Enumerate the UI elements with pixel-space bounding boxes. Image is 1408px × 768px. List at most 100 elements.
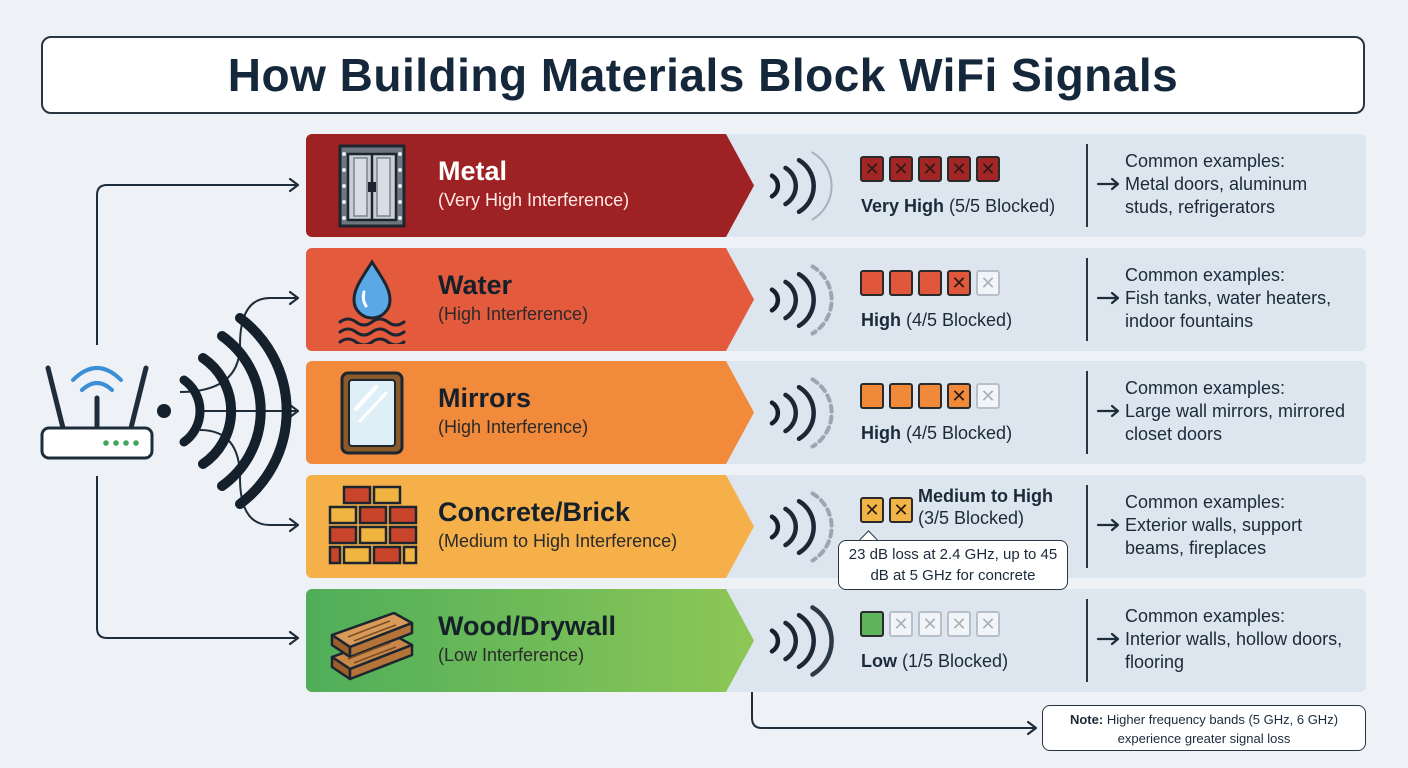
column-divider [1086,258,1088,341]
unblocked-square: ✕ [976,611,1000,637]
material-name: Concrete/Brick [438,497,631,527]
mirror-icon [324,369,420,457]
blocked-rating: Low (1/5 Blocked) [861,651,1008,672]
wood-planks-icon [324,597,420,685]
blocked-square [918,383,942,409]
unblocked-square: ✕ [889,611,913,637]
signal-broadcast-icon [157,313,292,509]
page-title: How Building Materials Block WiFi Signal… [227,49,1179,101]
blocked-meter: ✕✕✕✕✕ [860,156,1000,182]
common-examples: Common examples: Interior walls, hollow d… [1125,605,1360,674]
examples-label: Common examples: [1125,606,1286,626]
note-text: Higher frequency bands (5 GHz, 6 GHz) ex… [1106,712,1339,746]
examples-label: Common examples: [1125,492,1286,512]
unblocked-square: ✕ [976,383,1000,409]
arrow-right-icon [1096,291,1120,305]
blocked-square [918,270,942,296]
blocked-square [860,611,884,637]
arrow-right-icon [1096,518,1120,532]
connector-arrowheads [288,177,1038,736]
brick-wall-icon [324,483,420,571]
frequency-note: Note: Higher frequency bands (5 GHz, 6 G… [1042,705,1366,751]
blocked-rating: High (4/5 Blocked) [861,423,1012,444]
blocked-meter: ✕✕✕✕ [860,611,1000,637]
blocked-meter: ✕✕ [860,497,913,523]
column-divider [1086,144,1088,227]
examples-text: Large wall mirrors, mirrored closet door… [1125,401,1346,444]
blocked-meter: ✕✕ [860,270,1000,296]
blocked-rating: Medium to High(3/5 Blocked) [918,485,1053,529]
material-interference: (High Interference) [438,417,589,437]
blocked-square: ✕ [860,497,884,523]
unblocked-square: ✕ [976,270,1000,296]
material-name: Metal [438,156,508,186]
blocked-square: ✕ [860,156,884,182]
column-divider [1086,599,1088,682]
note-label: Note: [1069,712,1104,727]
examples-label: Common examples: [1125,151,1286,171]
examples-label: Common examples: [1125,265,1286,285]
signal-waves-icon [769,264,834,336]
signal-waves-icon [769,605,834,677]
rating-detail: (4/5 Blocked) [906,310,1013,330]
connector-lines [96,184,1034,729]
material-name: Mirrors [438,383,532,413]
signal-waves-icon [769,151,833,221]
material-row-mirrors: Mirrors (High Interference) ✕✕ High (4/5 Bl… [306,361,1366,464]
unblocked-square: ✕ [918,611,942,637]
blocked-rating: Very High (5/5 Blocked) [861,196,1055,217]
blocked-square: ✕ [889,156,913,182]
examples-text: Metal doors, aluminum studs, refrigerato… [1125,174,1308,217]
examples-text: Fish tanks, water heaters, indoor founta… [1125,288,1332,331]
material-interference: (Very High Interference) [438,190,630,210]
metal-door-icon [324,142,420,230]
blocked-square [889,383,913,409]
blocked-square: ✕ [947,156,971,182]
material-row-water: Water (High Interference) ✕✕ High (4/5 Bloc… [306,248,1366,351]
rating-level: High [861,310,901,330]
blocked-square [860,270,884,296]
material-interference: (Medium to High Interference) [438,531,678,551]
concrete-loss-callout: 23 dB loss at 2.4 GHz, up to 45 dB at 5 … [838,540,1068,590]
common-examples: Common examples: Fish tanks, water heater… [1125,264,1360,333]
column-divider [1086,371,1088,454]
rating-detail: (4/5 Blocked) [906,423,1013,443]
water-drop-icon [324,256,420,347]
rating-detail: (3/5 Blocked) [918,508,1025,528]
title-box: How Building Materials Block WiFi Signal… [41,36,1365,114]
material-row-metal: Metal(Very High Interference)✕✕✕✕✕Very H… [306,134,1366,237]
material-name: Wood/Drywall [438,611,617,641]
rating-level: Very High [861,196,945,216]
blocked-square: ✕ [889,497,913,523]
wifi-router-icon [40,365,154,460]
blocked-meter: ✕✕ [860,383,1000,409]
blocked-square: ✕ [947,270,971,296]
material-interference: (Low Interference) [438,645,585,665]
arrow-right-icon [1096,632,1120,646]
common-examples: Common examples: Exterior walls, support … [1125,491,1360,560]
rating-level: Medium to High [918,486,1053,506]
material-interference: (High Interference) [438,304,589,324]
column-divider [1086,485,1088,568]
blocked-square: ✕ [918,156,942,182]
material-name: Water [438,270,513,300]
blocked-square [860,383,884,409]
blocked-rating: High (4/5 Blocked) [861,310,1012,331]
common-examples: Common examples: Metal doors, aluminum st… [1125,150,1360,219]
unblocked-square: ✕ [947,611,971,637]
examples-label: Common examples: [1125,378,1286,398]
rating-detail: (5/5 Blocked) [949,196,1056,216]
examples-text: Exterior walls, support beams, fireplace… [1125,515,1303,558]
signal-waves-icon [769,377,834,449]
examples-text: Interior walls, hollow doors, flooring [1125,629,1343,672]
blocked-square [889,270,913,296]
material-row-wood-drywall: Wood/Drywall(Low Interference)✕✕✕✕Low (1… [306,589,1366,692]
rating-level: High [861,423,901,443]
arrow-right-icon [1096,404,1120,418]
common-examples: Common examples: Large wall mirrors, mirr… [1125,377,1360,446]
blocked-square: ✕ [976,156,1000,182]
signal-waves-icon [769,491,834,563]
rating-detail: (1/5 Blocked) [902,651,1009,671]
rating-level: Low [861,651,897,671]
